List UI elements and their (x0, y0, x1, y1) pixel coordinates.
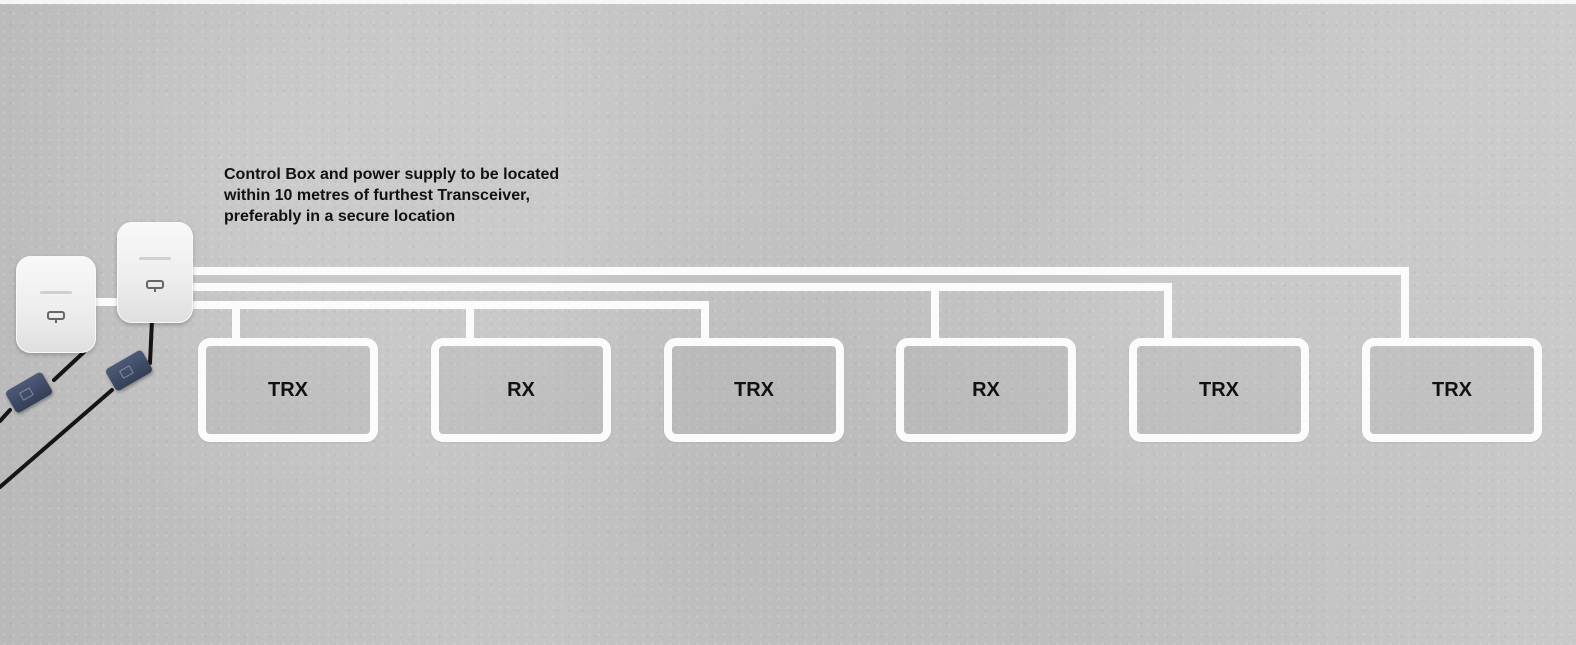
module-trx-1: TRX (198, 338, 378, 442)
connector-icon (47, 311, 65, 323)
module-rx-1: RX (431, 338, 611, 442)
connector-icon (146, 280, 164, 292)
control-box-logo (40, 291, 72, 294)
control-box-icon (16, 256, 96, 353)
power-cable-left (0, 410, 10, 421)
module-label: RX (507, 378, 535, 402)
module-label: TRX (1432, 378, 1472, 402)
module-rx-2: RX (896, 338, 1076, 442)
control-box-icon (117, 222, 193, 323)
main-cable-middle (192, 287, 1168, 340)
control-box-logo (139, 257, 171, 260)
module-trx-4: TRX (1362, 338, 1542, 442)
module-trx-2: TRX (664, 338, 844, 442)
module-label: TRX (734, 378, 774, 402)
module-trx-3: TRX (1129, 338, 1309, 442)
module-label: TRX (1199, 378, 1239, 402)
module-label: TRX (268, 378, 308, 402)
power-lead-left (54, 352, 84, 380)
power-lead-right (150, 320, 152, 363)
main-cable-lower (192, 305, 705, 340)
module-label: RX (972, 378, 1000, 402)
